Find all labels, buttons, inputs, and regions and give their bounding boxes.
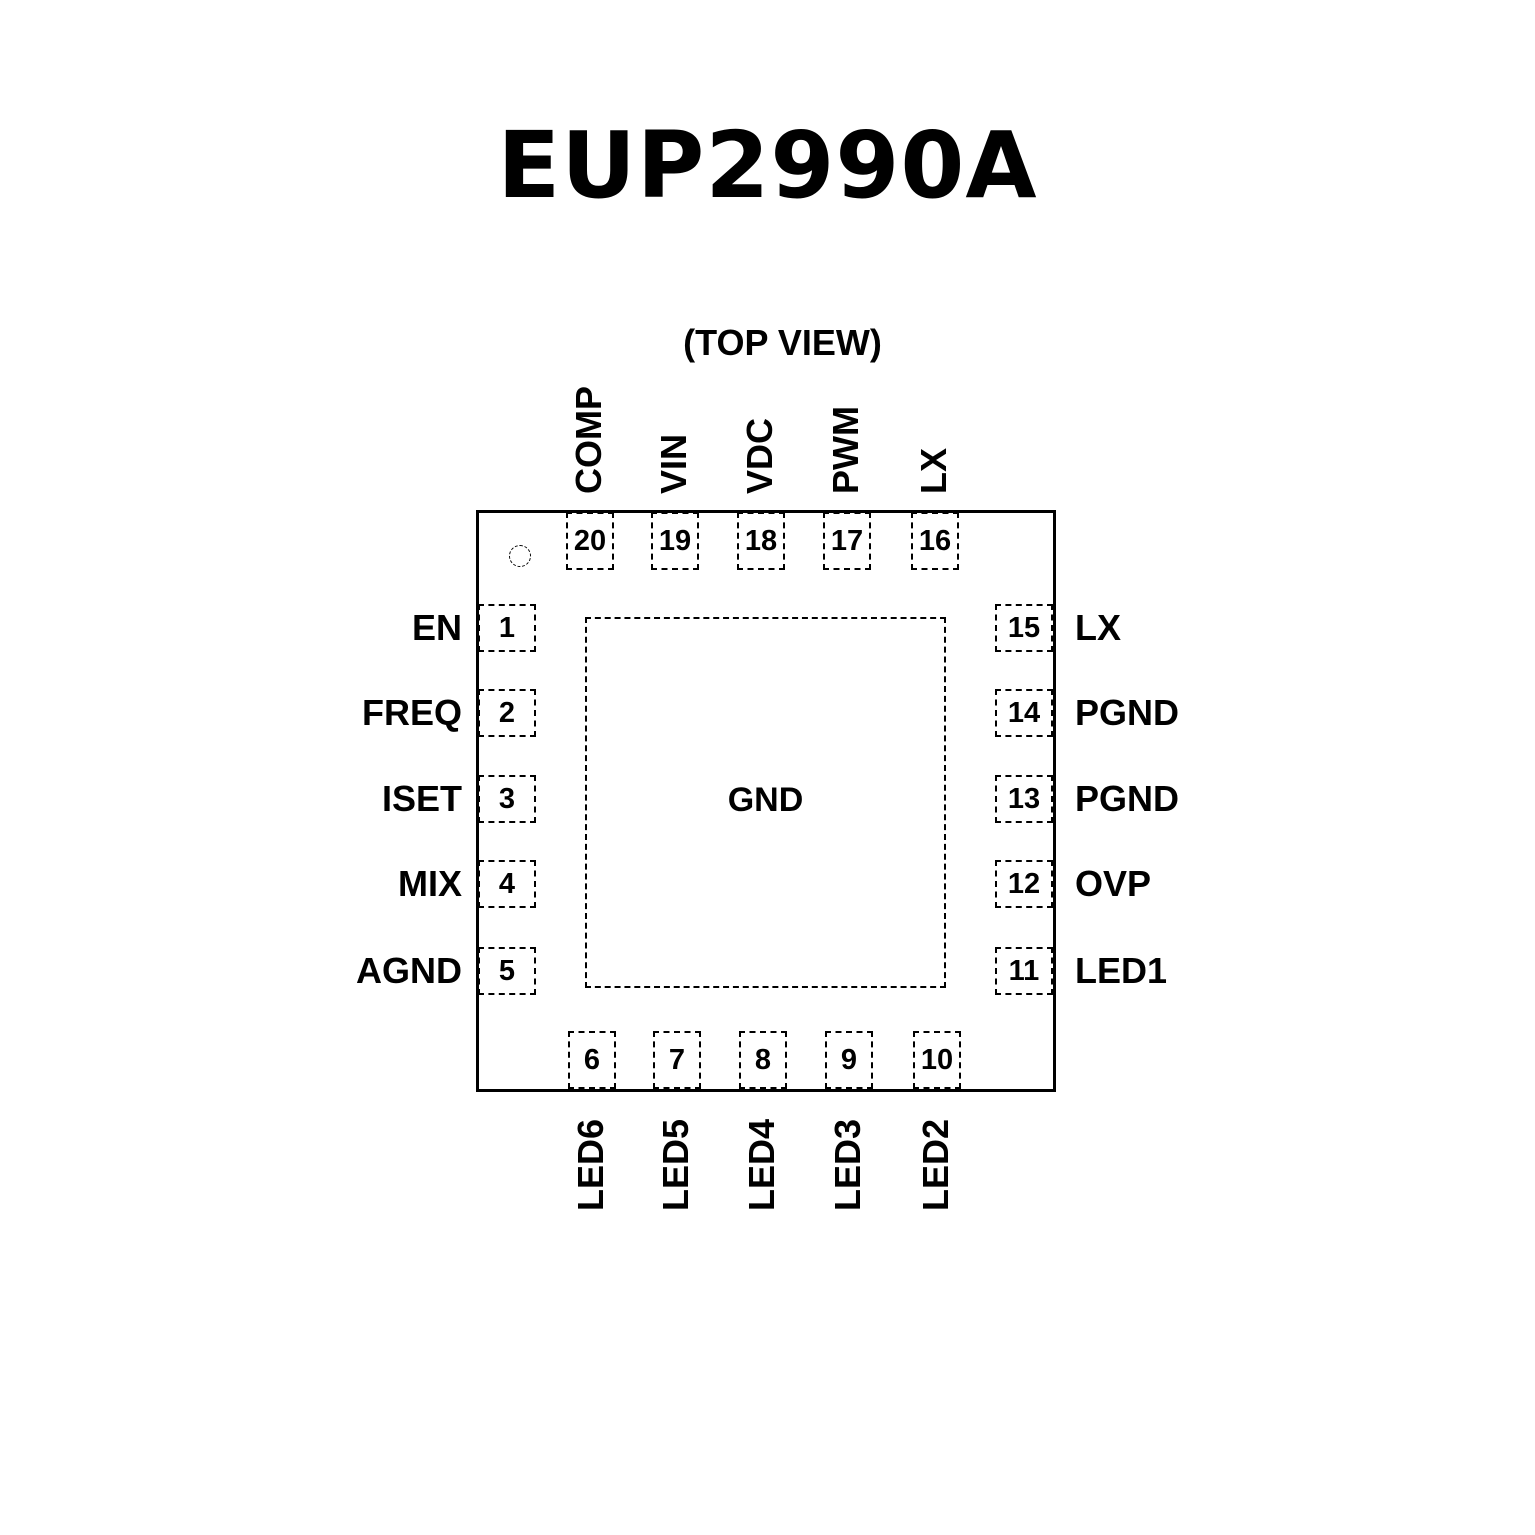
pin-pad: 9: [825, 1031, 873, 1089]
pin-pad: 1: [478, 604, 536, 652]
pin-pad: 19: [651, 512, 699, 570]
pin-label: COMP: [568, 386, 609, 494]
pin-pad: 20: [566, 512, 614, 570]
pin-label: LED6: [570, 1118, 611, 1211]
pin-label: AGND: [356, 950, 462, 991]
pin-label: LED4: [741, 1118, 782, 1211]
pin-label: MIX: [397, 863, 462, 904]
pin-pad: 10: [913, 1031, 961, 1089]
pin-label: LED3: [827, 1118, 868, 1211]
pin-pad: 7: [653, 1031, 701, 1089]
pin-pad: 3: [478, 775, 536, 823]
pin-pad: 6: [568, 1031, 616, 1089]
pin-label: LED1: [1075, 950, 1168, 991]
pin-pad: 16: [911, 512, 959, 570]
pin-pad: 5: [478, 947, 536, 995]
pin-label: PGND: [1075, 778, 1180, 819]
pin1-marker-icon: [509, 545, 531, 567]
pin-label: VDC: [739, 417, 780, 494]
pin-pad: 4: [478, 860, 536, 908]
pin-label: LED5: [655, 1118, 696, 1211]
pin-pad: 18: [737, 512, 785, 570]
exposed-ground-pad: GND: [585, 617, 946, 988]
ground-pad-label: GND: [727, 781, 804, 819]
pin-pad: 8: [739, 1031, 787, 1089]
pin-pad: 12: [995, 860, 1053, 908]
pin-label: FREQ: [361, 692, 462, 733]
pin-label: LED2: [915, 1118, 956, 1211]
pin-pad: 15: [995, 604, 1053, 652]
pin-label: LX: [913, 447, 954, 494]
pin-pad: 14: [995, 689, 1053, 737]
pin-label: ISET: [381, 778, 462, 819]
pin-label: VIN: [653, 433, 694, 494]
pin-label: PGND: [1075, 692, 1180, 733]
pin-pad: 17: [823, 512, 871, 570]
pin-pad: 11: [995, 947, 1053, 995]
package-outline: [476, 510, 1056, 1092]
pin-label: OVP: [1075, 863, 1152, 904]
pin-pad: 13: [995, 775, 1053, 823]
pin-pad: 2: [478, 689, 536, 737]
top-view-label: (TOP VIEW): [683, 322, 882, 363]
chip-title: EUP2990A: [497, 112, 1038, 219]
pin-label: PWM: [825, 406, 866, 494]
pin-label: EN: [411, 607, 462, 648]
pin-label: LX: [1075, 607, 1122, 648]
